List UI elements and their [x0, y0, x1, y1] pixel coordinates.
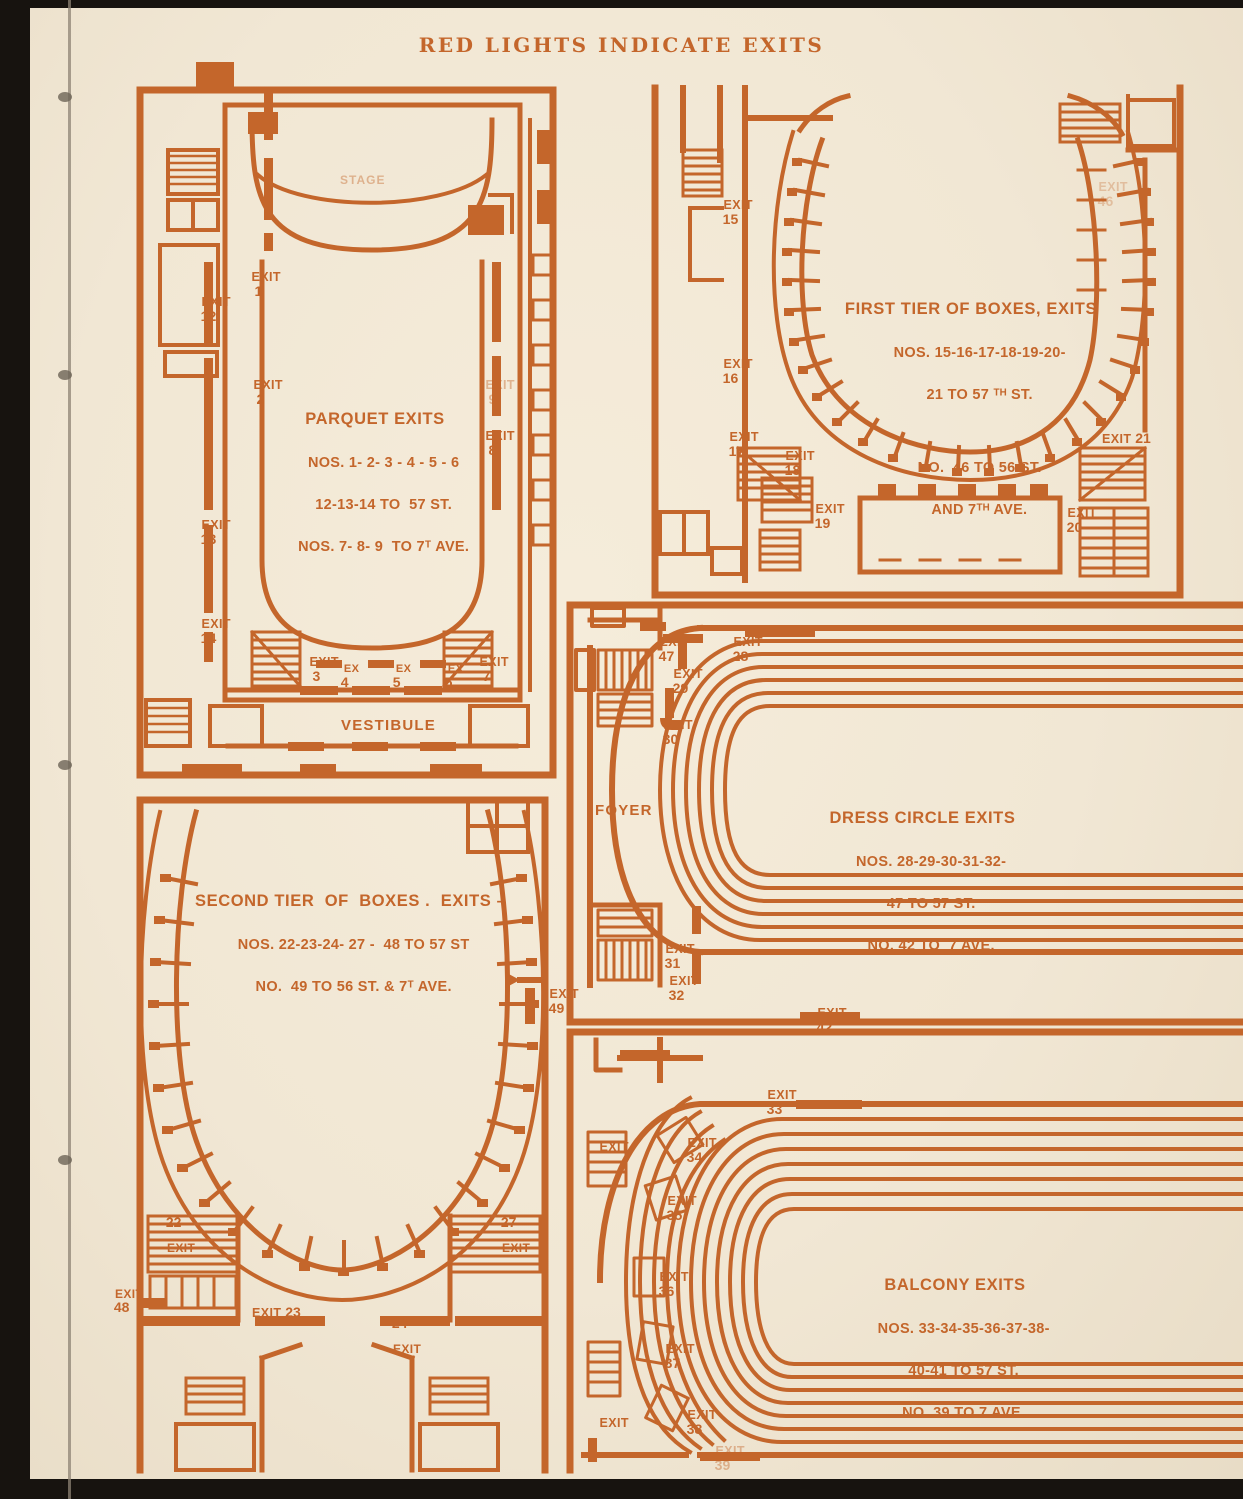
parquet-legend-line2: 12-13-14 To 57 St. [315, 497, 453, 513]
first-tier-legend-line1: Nos. 15-16-17-18-19-20- [893, 344, 1066, 361]
balcony-legend: Balcony Exits Nos. 33-34-35-36-37-38- 40… [830, 1232, 1080, 1445]
exit-label-21: Exit 21 [1102, 430, 1151, 446]
first-tier-legend: First Tier of Boxes, Exits Nos. 15-16-17… [840, 256, 1102, 542]
page-title: RED LIGHTS INDICATE EXITS [418, 33, 825, 57]
first-tier-legend-line2: 21 To 57 ᵀᴴ St. [926, 387, 1033, 403]
exit-label-balcony-left-upper: Exit [599, 1140, 629, 1155]
stage-label: STAGE [340, 173, 386, 187]
exit-label-2: Exit2 [253, 378, 283, 408]
exit-label-9: Exit9 [485, 378, 515, 408]
exit-label-19: Exit19 [814, 502, 845, 532]
first-tier-legend-line4: and 7ᵀᴴ Ave. [931, 502, 1028, 519]
parquet-legend-heading: Parquet Exits [305, 410, 445, 429]
exit-label-48: Exit48 [113, 1286, 144, 1316]
exit-label-17: Exit17 [728, 430, 759, 460]
exit-label-47: Exit47 [658, 635, 689, 665]
exit-label-24: 24 Exit [391, 1315, 422, 1357]
first-tier-legend-line3: No. 46 To 56 St. [917, 460, 1042, 477]
exit-label-8: Exit8 [485, 429, 515, 459]
exit-label-36: Exit36 [658, 1270, 689, 1300]
balcony-legend-line2: 40-41 To 57 St. [908, 1363, 1019, 1379]
exit-label-1: Exit1 [251, 270, 281, 300]
dress-circle-legend: Dress Circle Exits Nos. 28-29-30-31-32- … [810, 765, 1035, 978]
page-top-edge [0, 0, 1243, 8]
exit-label-15: Exit15 [722, 198, 753, 228]
exit-label-22: 22 Exit [165, 1214, 196, 1256]
exit-label-12: Exit12 [200, 295, 231, 325]
parquet-legend: Parquet Exits Nos. 1- 2- 3 - 4 - 5 - 6 1… [250, 366, 500, 579]
exit-label-3: Exit3 [309, 655, 339, 685]
dress-circle-legend-line1: Nos. 28-29-30-31-32- [856, 853, 1007, 870]
exit-label-5: Ex5 [392, 662, 412, 691]
second-tier-legend-line1: Nos. 22-23-24- 27 - 48 To 57 St [237, 936, 470, 953]
binding-hole [58, 760, 72, 770]
exit-label-33: Exit33 [766, 1088, 797, 1118]
binding-hole [58, 92, 72, 102]
exit-label-18: Exit18 [784, 449, 815, 479]
first-tier-legend-heading: First Tier of Boxes, Exits [844, 300, 1098, 319]
exit-label-28: Exit28 [732, 635, 763, 665]
balcony-legend-heading: Balcony Exits [884, 1276, 1026, 1295]
exit-label-23: Exit 23 [252, 1304, 301, 1320]
exit-label-37: Exit37 [664, 1342, 695, 1372]
exit-label-14: Exit14 [200, 617, 231, 647]
exit-label-16: Exit16 [722, 357, 753, 387]
exit-label-38: Exit38 [686, 1408, 717, 1438]
exit-label-39: Exit39 [714, 1444, 745, 1474]
exit-label-34: Exit34 [686, 1136, 717, 1166]
page-gutter-line [68, 0, 71, 1499]
parquet-legend-line1: Nos. 1- 2- 3 - 4 - 5 - 6 [307, 454, 460, 471]
exit-label-35: Exit35 [666, 1194, 697, 1224]
second-tier-legend-line2: No. 49 to 56 St. & 7ᵀ Ave. [255, 979, 452, 995]
exit-label-31: Exit31 [664, 942, 695, 972]
exit-label-6: Ex6 [444, 662, 464, 691]
exit-label-30: Exit30 [662, 718, 693, 748]
exit-label-32: Exit32 [668, 974, 699, 1004]
dress-circle-legend-heading: Dress Circle Exits [829, 809, 1016, 828]
vestibule-label: VESTIBULE [341, 717, 436, 734]
parquet-legend-line3: Nos. 7- 8- 9 To 7ᵀ Ave. [298, 539, 470, 556]
exit-label-4: Ex4 [340, 662, 360, 691]
exit-label-46: Exit46 [1097, 180, 1128, 210]
page-binding-edge [0, 0, 30, 1499]
dress-circle-legend-line2: 47 To 57 St. [886, 896, 976, 912]
balcony-legend-line3: No. 39 To 7 Ave. [902, 1405, 1026, 1422]
exit-label-20: Exit20 [1066, 506, 1097, 536]
exit-label-balcony-left-lower: Exit [599, 1416, 629, 1431]
page-bottom-edge [0, 1479, 1243, 1499]
binding-hole [58, 1155, 72, 1165]
binding-hole [58, 370, 72, 380]
exit-label-27: 27 Exit [500, 1214, 531, 1256]
second-tier-legend-heading: Second Tier of Boxes . Exits – [195, 892, 507, 911]
exit-label-13: Exit13 [200, 518, 231, 548]
foyer-label: FOYER [595, 802, 653, 819]
exit-label-7: Exit7 [479, 655, 509, 685]
balcony-legend-line1: Nos. 33-34-35-36-37-38- [877, 1320, 1050, 1337]
exit-label-29: Exit29 [672, 667, 703, 697]
dress-circle-legend-line3: No. 42 To 7 Ave. [867, 938, 995, 955]
second-tier-legend: Second Tier of Boxes . Exits – Nos. 22-2… [195, 848, 507, 1019]
